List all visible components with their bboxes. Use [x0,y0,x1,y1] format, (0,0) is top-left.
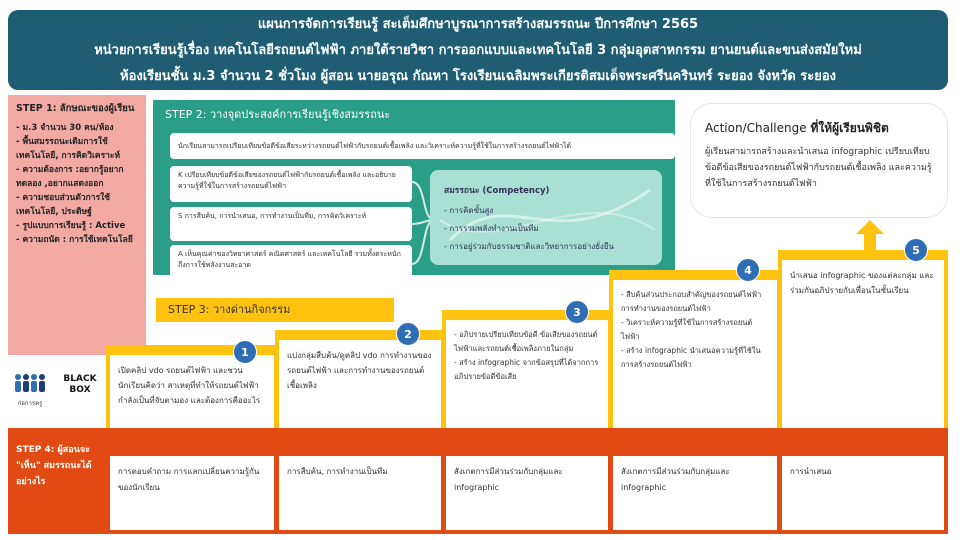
people-icon [15,374,45,392]
competency-item: - การคิดขั้นสูง [444,206,494,215]
activity-card-1: เปิดคลิป vdo รถยนต์ไฟฟ้า และชวนนักเรียนค… [110,355,274,428]
competency-box: สมรรถนะ (Competency) - การคิดขั้นสูง - ก… [430,170,662,265]
action-challenge-box: Action/Challenge ที่ให้ผู้เรียนพิชิต ผู้… [690,103,948,218]
header-line-3: ห้องเรียนชั้น ม.3 จำนวน 2 ชั่วโมง ผู้สอน… [120,69,836,84]
step3-title: STEP 3: วางด่านกิจกรรม [156,298,394,322]
step1-item: - ม.3 จำนวน 30 คน/ห้อง [16,123,114,133]
action-title-bold: ที่ให้ผู้เรียนพิชิต [810,121,889,135]
arrow-up-icon [512,434,542,456]
logo-area: ก่อการครู BLACK BOX [12,370,142,410]
evidence-box-2: การสืบค้น, การทำงานเป็นทีม [279,456,441,530]
step1-item: - ความต้องการ :อยากรู้อยากทดลอง ,อยากแสด… [16,165,124,189]
objective-k: K เปรียบเทียบข้อดีข้อเสียของรถยนต์ไฟฟ้าก… [170,166,412,202]
evidence-box-5: การนำเสนอ [782,456,944,530]
action-body: ผู้เรียนสามารถสร้างและนำเสนอ infographic… [705,147,932,189]
action-title: Action/Challenge ที่ให้ผู้เรียนพิชิต [705,120,933,136]
activity-number-badge: 4 [736,258,760,282]
competency-item: - การรวมพลังทำงานเป็นทีม [444,224,539,233]
activity-number-badge: 2 [396,322,420,346]
arrow-up-icon [856,220,884,252]
step1-item: - ความชอบส่วนตัวการใช้เทคโนโลยี, ประดิษฐ… [16,193,111,217]
up-arrow-to-action [856,220,884,252]
step1-item: - ความถนัด : การใช้เทคโนโลยี [16,235,133,245]
swirl-decoration [439,188,656,242]
kor-kan-kru-text: ก่อการครู [17,400,43,407]
step1-item: - พื้นสมรรถนะเดิมการใช้เทคโนโลยี, การคิด… [16,137,121,161]
step1-learner-profile: STEP 1: ลักษณะของผู้เรียน - ม.3 จำนวน 30… [8,95,146,355]
arrow-up-icon [176,434,206,456]
activity-number-badge: 5 [904,238,928,262]
black-box-logo: BLACK BOX [63,374,97,395]
arrow-up-icon [680,434,710,456]
objective-main: นักเรียนสามารถเปรียบเทียบข้อดีข้อเสียระห… [170,133,675,159]
activity-card-4: - สืบค้นส่วนประกอบสำคัญของรถยนต์ไฟฟ้า กา… [613,280,777,428]
evidence-box-1: การตอบคำถาม การแลกเปลี่ยนความรู้กันของนั… [110,456,274,530]
activity-card-5: นำเสนอ infographic ของแต่ละกลุ่ม และร่วม… [782,260,944,428]
objective-a: A เห็นคุณค่าของวิทยาศาสตร์ คณิตศาสตร์ แล… [170,245,412,281]
objective-s: S การสืบค้น, การนำเสนอ, การทำงานเป็นทีม,… [170,207,412,241]
step1-item: - รูปแบบการเรียนรู้ : Active [16,221,126,231]
competency-title: สมรรถนะ (Competency) [444,186,550,196]
header-line-2: หน่วยการเรียนรู้เรื่อง เทคโนโลยีรถยนต์ไฟ… [94,43,862,58]
competency-item: - การอยู่ร่วมกับธรรมชาติและวิทยาการอย่าง… [444,242,614,251]
header-line-1: แผนการจัดการเรียนรู้ สะเต็มศึกษาบูรณาการ… [257,17,699,32]
action-title-plain: Action/Challenge [705,121,811,135]
header-banner: แผนการจัดการเรียนรู้ สะเต็มศึกษาบูรณาการ… [8,10,948,90]
activity-number-badge: 1 [233,340,257,364]
arrow-up-icon [848,434,878,456]
step1-title: STEP 1: ลักษณะของผู้เรียน [16,103,135,114]
evidence-box-3: สังเกตการมีส่วนร่วมกับกลุ่มและ infograph… [446,456,608,530]
activity-card-2: แบ่งกลุ่มสืบค้น/ดูคลิป vdo การทำงานของรถ… [279,340,441,428]
activity-card-3: - อภิปรายเปรียบเทียบข้อดี ข้อเสียของรถยน… [446,320,608,428]
evidence-box-4: สังเกตการมีส่วนร่วมกับกลุ่มและ infograph… [613,456,777,530]
activity-number-badge: 3 [565,300,589,324]
arrow-up-icon [344,434,374,456]
kor-kan-kru-logo: ก่อการครู [12,372,48,407]
step4-label: STEP 4: ผู้สอนจะ "เห็น" สมรรถนะได้อย่างไ… [16,445,92,487]
step2-title: STEP 2: วางจุดประสงค์การเรียนรู้เชิงสมรร… [165,108,391,121]
